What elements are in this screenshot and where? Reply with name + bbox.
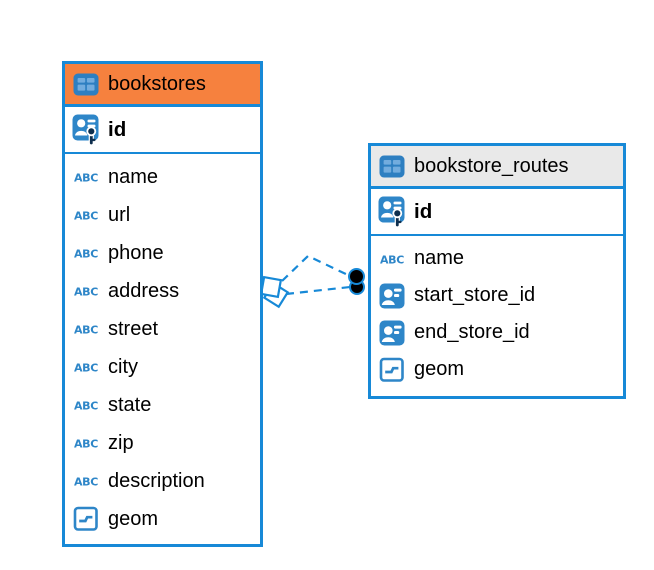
column-name: url bbox=[108, 203, 131, 226]
primary-key-icon bbox=[378, 196, 406, 227]
text-type-icon: ABC bbox=[72, 314, 100, 344]
column-name: name bbox=[108, 165, 159, 188]
column-name: city bbox=[108, 355, 138, 378]
primary-key-icon bbox=[72, 114, 100, 145]
text-type-icon: ABC bbox=[72, 162, 100, 192]
column-name: start_store_id bbox=[414, 284, 536, 306]
column-row[interactable]: ABC street bbox=[65, 310, 260, 348]
column-row[interactable]: ABC zip bbox=[65, 424, 260, 462]
column-name: phone bbox=[108, 241, 164, 264]
text-type-icon: ABC bbox=[72, 238, 100, 268]
svg-text:ABC: ABC bbox=[74, 400, 98, 413]
text-type-icon: ABC bbox=[72, 352, 100, 382]
column-row[interactable]: ABC city bbox=[65, 348, 260, 386]
column-row[interactable]: ABC url bbox=[65, 196, 260, 234]
svg-text:ABC: ABC bbox=[74, 248, 98, 261]
column-row[interactable]: geom bbox=[371, 351, 623, 388]
geometry-type-icon bbox=[378, 355, 406, 385]
table-title: bookstore_routes bbox=[414, 154, 569, 177]
table-icon bbox=[72, 72, 100, 96]
table-header[interactable]: bookstore_routes bbox=[371, 146, 623, 189]
column-row[interactable]: geom bbox=[65, 500, 260, 538]
relationship-diamond-marker[interactable] bbox=[259, 275, 290, 309]
foreign-key-icon bbox=[378, 281, 406, 311]
column-row[interactable]: ABC phone bbox=[65, 234, 260, 272]
svg-text:ABC: ABC bbox=[380, 253, 404, 266]
relationship-edge[interactable] bbox=[281, 254, 351, 282]
column-row[interactable]: ABC address bbox=[65, 272, 260, 310]
svg-text:ABC: ABC bbox=[74, 476, 98, 489]
svg-text:ABC: ABC bbox=[74, 210, 98, 223]
svg-text:ABC: ABC bbox=[74, 286, 98, 299]
column-name: geom bbox=[108, 507, 159, 530]
relationship-edge[interactable] bbox=[285, 285, 351, 296]
column-row[interactable]: ABC name bbox=[65, 158, 260, 196]
column-name: id bbox=[414, 199, 433, 223]
entity-table-bookstore-routes[interactable]: bookstore_routes id ABC name start_store… bbox=[368, 143, 626, 399]
column-name: name bbox=[414, 247, 465, 269]
columns-section: ABC name ABC url ABC phone ABC address A… bbox=[65, 154, 260, 542]
relationship-dot-marker[interactable] bbox=[348, 268, 365, 295]
geometry-type-icon bbox=[72, 504, 100, 534]
table-icon bbox=[378, 154, 406, 178]
column-name: description bbox=[108, 469, 205, 492]
column-row[interactable]: end_store_id bbox=[371, 314, 623, 351]
text-type-icon: ABC bbox=[72, 276, 100, 306]
column-name: state bbox=[108, 393, 152, 416]
svg-text:ABC: ABC bbox=[74, 172, 98, 185]
foreign-key-icon bbox=[378, 318, 406, 348]
svg-text:ABC: ABC bbox=[74, 324, 98, 337]
text-type-icon: ABC bbox=[72, 466, 100, 496]
column-row[interactable]: ABC description bbox=[65, 462, 260, 500]
key-columns-section: id bbox=[65, 107, 260, 154]
key-columns-section: id bbox=[371, 189, 623, 236]
text-type-icon: ABC bbox=[378, 244, 406, 274]
svg-text:ABC: ABC bbox=[74, 362, 98, 375]
table-header[interactable]: bookstores bbox=[65, 64, 260, 107]
key-column-row[interactable]: id bbox=[65, 109, 260, 150]
key-column-row[interactable]: id bbox=[371, 191, 623, 232]
column-row[interactable]: ABC name bbox=[371, 240, 623, 277]
table-title: bookstores bbox=[108, 72, 206, 95]
column-name: address bbox=[108, 279, 180, 302]
text-type-icon: ABC bbox=[72, 200, 100, 230]
column-row[interactable]: start_store_id bbox=[371, 277, 623, 314]
column-name: geom bbox=[414, 358, 465, 380]
entity-table-bookstores[interactable]: bookstores id ABC name ABC url ABC phone… bbox=[62, 61, 263, 547]
column-name: id bbox=[108, 117, 127, 141]
text-type-icon: ABC bbox=[72, 428, 100, 458]
columns-section: ABC name start_store_id end_store_id geo… bbox=[371, 236, 623, 392]
column-name: end_store_id bbox=[414, 321, 530, 343]
text-type-icon: ABC bbox=[72, 390, 100, 420]
column-name: zip bbox=[108, 431, 134, 454]
svg-text:ABC: ABC bbox=[74, 438, 98, 451]
column-name: street bbox=[108, 317, 159, 340]
column-row[interactable]: ABC state bbox=[65, 386, 260, 424]
